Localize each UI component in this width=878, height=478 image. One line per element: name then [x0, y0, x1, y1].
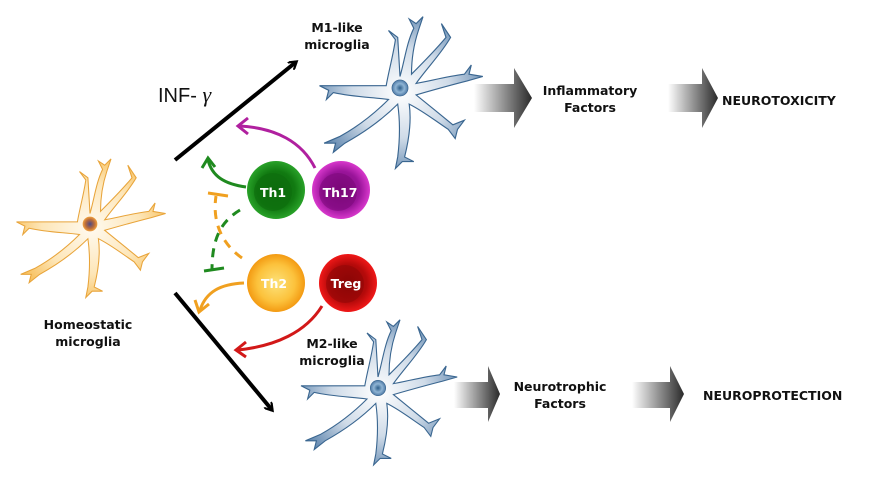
arrow-to-m1: [173, 62, 296, 162]
homeostatic-label: Homeostatic microglia: [28, 316, 148, 350]
th1-arrowhead-icon: [200, 155, 217, 169]
homeostatic-line2: microglia: [55, 334, 121, 349]
treg-cell: Treg: [319, 254, 377, 312]
inf-gamma-label: INF- γ: [158, 82, 211, 108]
th2-cell: Th2: [247, 254, 305, 312]
th2-inhibition-bar: [207, 191, 229, 198]
inflammatory-line2: Factors: [564, 100, 616, 115]
arrow-neurotrophic-to-neuroprotection: [632, 366, 684, 422]
th17-arrow: [239, 124, 317, 169]
neurotoxicity-label: NEUROTOXICITY: [722, 93, 836, 108]
m1-microglia-icon: [318, 16, 484, 170]
m2-line1: M2-like: [306, 336, 358, 351]
arrow-m2-to-neurotrophic: [454, 366, 500, 422]
gamma-symbol: γ: [202, 82, 212, 107]
homeostatic-line1: Homeostatic: [43, 317, 133, 332]
th1-inhibition-bar: [203, 266, 225, 273]
inflammatory-factors-label: Inflammatory Factors: [530, 82, 650, 116]
treg-label: Treg: [331, 276, 362, 291]
m2-microglia-icon: [300, 319, 458, 466]
th17-arrowhead-icon: [235, 116, 249, 136]
th2-arrowhead-icon: [193, 299, 210, 315]
th17-cell: Th17: [312, 161, 370, 219]
th2-arrow: [198, 281, 245, 311]
arrow-inflammatory-to-neurotoxicity: [668, 68, 718, 128]
th1-cell: Th1: [247, 161, 305, 219]
arrow-to-m2: [173, 291, 272, 410]
th1-arrow: [206, 159, 247, 189]
m1-line1: M1-like: [311, 20, 363, 35]
th2-label: Th2: [261, 276, 287, 291]
m2-line2: microglia: [299, 353, 365, 368]
th17-label: Th17: [323, 185, 358, 200]
neuroprotection-label: NEUROPROTECTION: [703, 388, 843, 403]
neurotrophic-line1: Neurotrophic: [513, 379, 607, 394]
inflammatory-line1: Inflammatory: [542, 83, 638, 98]
homeostatic-microglia-icon: [15, 158, 167, 299]
m1-label: M1-like microglia: [292, 19, 382, 53]
th1-inhibition-dashed: [210, 208, 241, 271]
arrow-m1-to-inflammatory: [474, 68, 532, 128]
neurotrophic-factors-label: Neurotrophic Factors: [500, 378, 620, 412]
treg-arrowhead-icon: [233, 340, 247, 359]
m2-label: M2-like microglia: [287, 335, 377, 369]
neurotrophic-line2: Factors: [534, 396, 586, 411]
treg-arrow: [237, 305, 324, 352]
m1-line2: microglia: [304, 37, 370, 52]
inf-prefix: INF-: [158, 85, 197, 107]
th2-inhibition-dashed: [213, 195, 243, 260]
th1-label: Th1: [260, 185, 286, 200]
